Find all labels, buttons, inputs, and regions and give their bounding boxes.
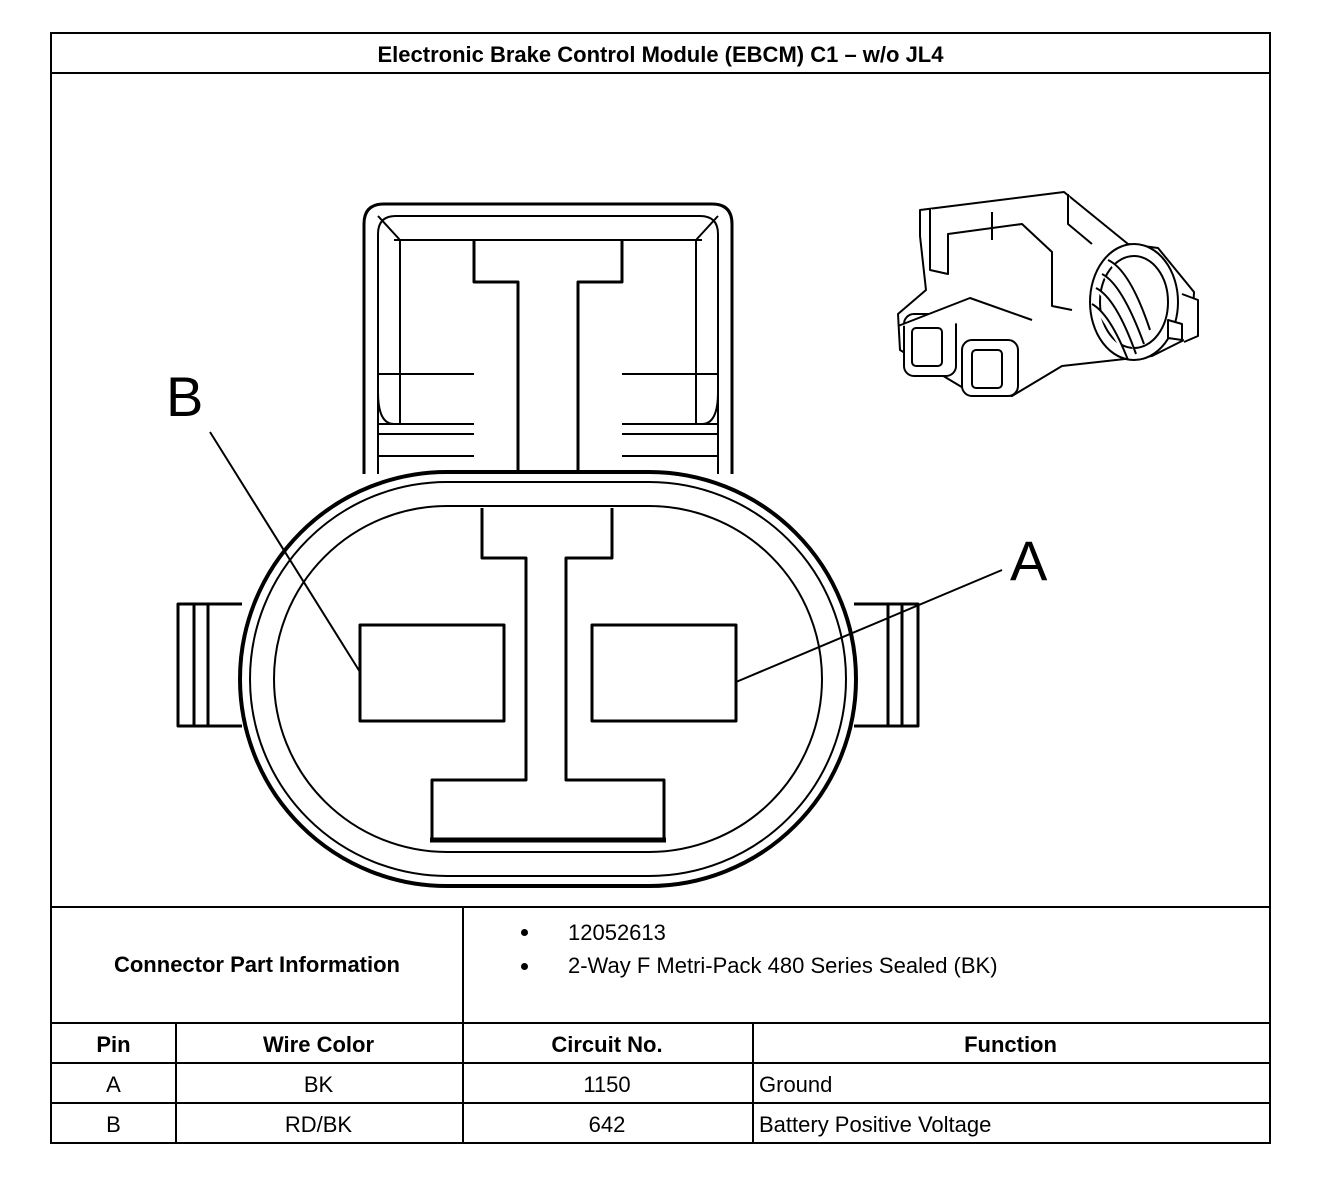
page-title: Electronic Brake Control Module (EBCM) C… — [377, 42, 944, 67]
bullet-dot — [521, 929, 528, 936]
col-divider — [462, 1022, 464, 1144]
bullet-dot — [521, 963, 528, 970]
col-divider — [752, 1022, 754, 1144]
table-row-wire-color: RD/BK — [284, 1112, 353, 1137]
connector-diagram: B A — [166, 191, 1199, 888]
callout-b: B — [166, 365, 203, 428]
leader-line-b — [209, 431, 361, 673]
right-tab — [854, 602, 920, 728]
diagram-divider — [52, 906, 1269, 908]
table-row-function: Ground — [759, 1072, 833, 1097]
connector-latch — [362, 202, 734, 474]
part-description: 2-Way F Metri-Pack 480 Series Sealed (BK… — [568, 953, 998, 978]
part-number: 12052613 — [568, 920, 666, 945]
connector-thumbnail — [897, 191, 1199, 397]
col-divider — [175, 1022, 177, 1144]
leader-line-a — [735, 569, 1003, 683]
header-pin: Pin — [96, 1032, 131, 1057]
table-row-pin: B — [106, 1112, 121, 1137]
callout-a: A — [1010, 529, 1048, 592]
table-row-circuit: 1150 — [583, 1072, 631, 1097]
table-row-wire-color: BK — [303, 1072, 334, 1097]
header-wire-color: Wire Color — [262, 1032, 375, 1057]
part-info-divider — [462, 906, 464, 1022]
table-row-circuit: 642 — [588, 1112, 626, 1137]
header-divider — [52, 1062, 1269, 1064]
latch-key — [472, 240, 624, 474]
center-divider — [430, 508, 666, 840]
title-divider — [52, 72, 1269, 74]
terminal-a — [590, 623, 738, 723]
left-tab — [176, 602, 242, 728]
row-divider — [52, 1102, 1269, 1104]
connector-housing — [238, 470, 858, 888]
part-info-label: Connector Part Information — [113, 952, 400, 977]
header-function: Function — [964, 1032, 1057, 1057]
pinout-sheet: Electronic Brake Control Module (EBCM) C… — [50, 32, 1271, 1144]
header-circuit-no: Circuit No. — [551, 1032, 663, 1057]
table-row-pin: A — [106, 1072, 121, 1097]
terminal-b — [358, 623, 506, 723]
part-info-bottom-divider — [52, 1022, 1269, 1024]
table-row-function: Battery Positive Voltage — [759, 1112, 992, 1137]
